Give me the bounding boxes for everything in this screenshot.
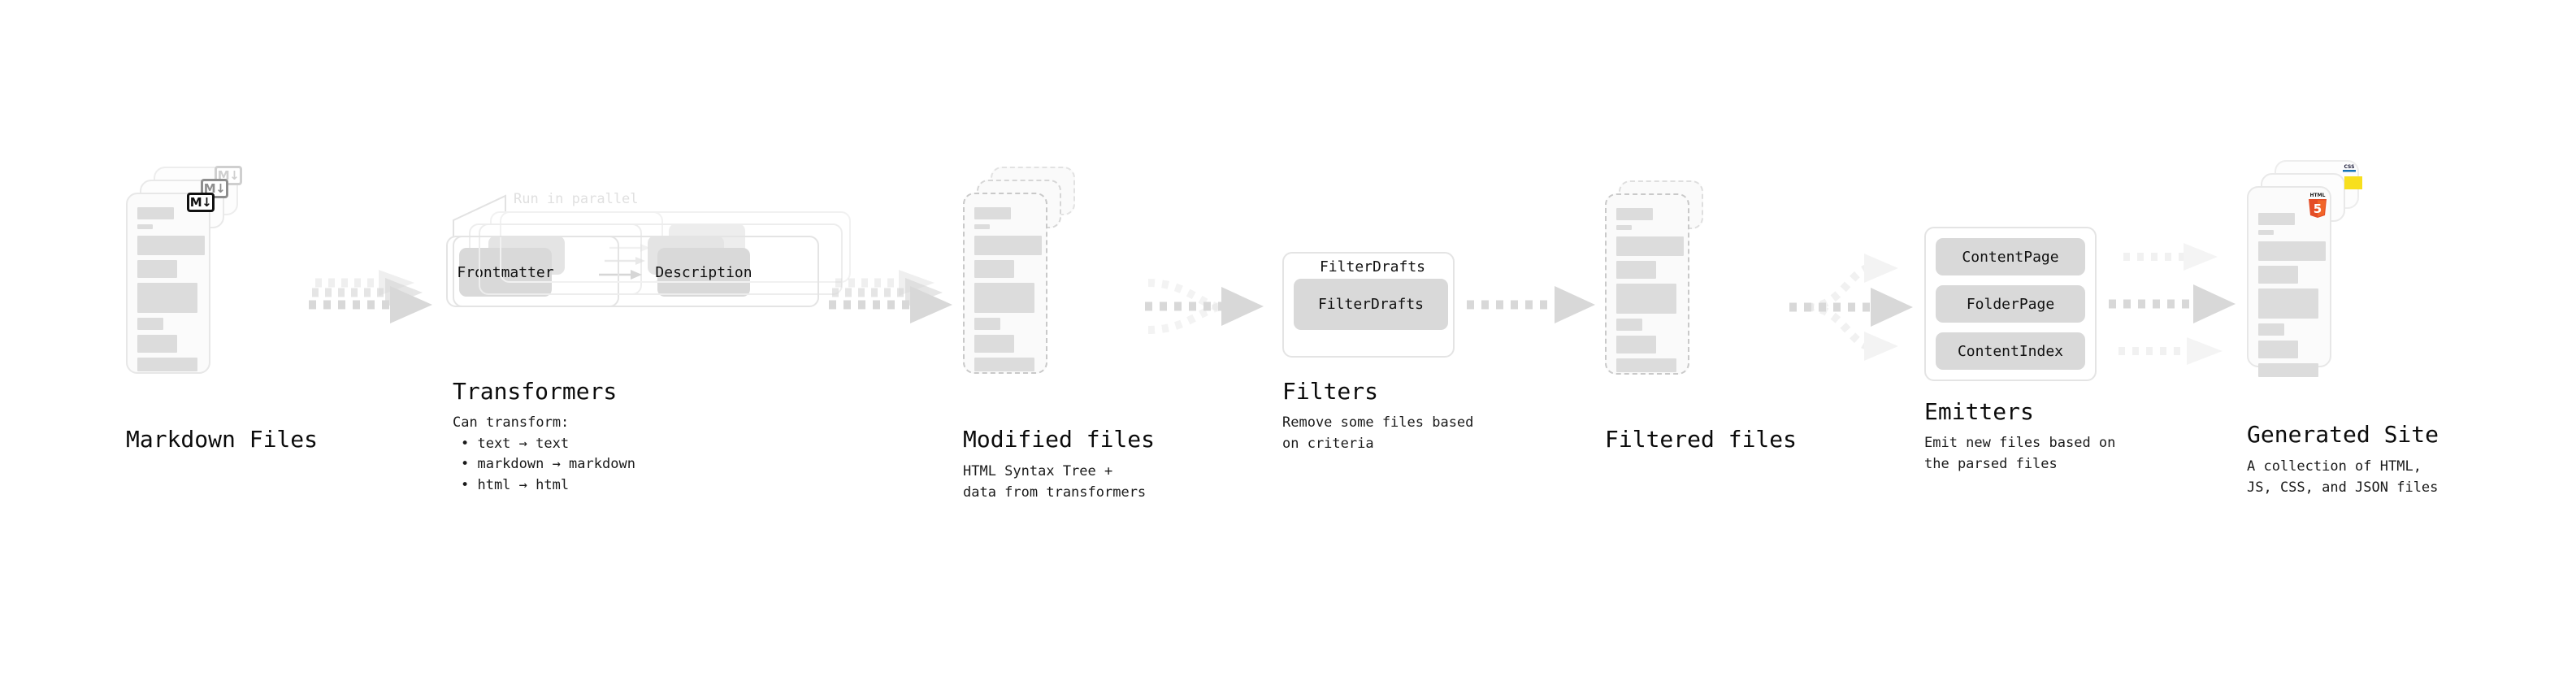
html5-badge: HTML 5 <box>2309 193 2327 218</box>
doc-bar <box>137 318 163 330</box>
caption-line: data from transformers <box>963 484 1147 501</box>
js-badge <box>2344 176 2362 189</box>
caption-line: Can transform: <box>453 414 570 431</box>
emitter-chip-contentpage[interactable]: ContentPage <box>1936 238 2085 275</box>
doc-bar <box>2258 230 2274 235</box>
caption-line: on criteria <box>1282 435 1374 452</box>
svg-text:HTML: HTML <box>2310 193 2326 198</box>
doc-bar <box>2258 241 2326 261</box>
doc-bar <box>974 318 1000 330</box>
doc-bar <box>974 260 1014 278</box>
arrow-transformers-to-modified <box>829 270 952 323</box>
doc-bar <box>1616 208 1653 220</box>
emitter-chip-contentindex[interactable]: ContentIndex <box>1936 332 2085 370</box>
caption-line: the parsed files <box>1924 455 2058 472</box>
caption-line: • markdown → markdown <box>461 456 635 472</box>
transformer-chip-frontmatter[interactable]: Frontmatter <box>457 248 554 297</box>
doc-bar <box>974 224 990 229</box>
doc-bar <box>137 283 197 313</box>
stage-title-filters: Filters <box>1282 378 1379 405</box>
doc-bar <box>2258 363 2318 377</box>
transformer-frame-front <box>453 236 819 307</box>
markdown-badge: M↓ <box>187 193 215 212</box>
transformer-inner-arrows <box>599 244 650 280</box>
caption-line: Remove some files based <box>1282 414 1474 431</box>
doc-bar <box>137 335 177 353</box>
stage-caption-transformers: Can transform: • text → text • markdown → … <box>453 413 635 496</box>
arrow-filtered-to-emitters <box>1789 254 1913 361</box>
transformer-frame-back2 <box>500 211 851 283</box>
stage-title-filtered-files: Filtered files <box>1605 426 1798 453</box>
modified-file-card <box>963 193 1047 374</box>
stage-title-emitters: Emitters <box>1924 398 2034 425</box>
markdown-file-card <box>126 193 210 374</box>
caption-line: HTML Syntax Tree + <box>963 463 1113 479</box>
caption-line: • html → html <box>461 476 570 493</box>
transformer-frame-back1 <box>479 223 843 295</box>
stage-title-transformers: Transformers <box>453 378 618 405</box>
doc-bar <box>1616 261 1656 279</box>
svg-text:5: 5 <box>2314 202 2322 216</box>
stage-caption-modified-files: HTML Syntax Tree + data from transformers <box>963 462 1146 503</box>
doc-bar <box>2258 340 2298 358</box>
doc-bar <box>137 260 177 278</box>
doc-bar <box>1616 284 1676 314</box>
arrow-filters-to-filtered <box>1467 286 1595 323</box>
doc-bar <box>137 224 153 229</box>
doc-bar <box>2258 213 2295 225</box>
caption-line: A collection of HTML, <box>2247 458 2422 475</box>
doc-bar <box>1616 358 1676 372</box>
filtered-file-card <box>1605 193 1689 375</box>
doc-bar <box>2258 323 2284 336</box>
stage-title-markdown-files: Markdown Files <box>126 426 319 453</box>
doc-bar <box>974 358 1034 371</box>
transformer-chip-description[interactable]: Description <box>655 248 752 297</box>
css3-badge: CSS <box>2343 164 2356 172</box>
run-in-parallel-bracket <box>453 194 506 236</box>
filter-chip-filterdrafts-visible[interactable]: FilterDrafts <box>1294 279 1448 330</box>
doc-bar <box>2258 266 2298 284</box>
doc-bar <box>1616 225 1632 230</box>
arrow-emitters-to-site <box>2109 243 2236 365</box>
emitter-chip-folderpage[interactable]: FolderPage <box>1936 285 2085 323</box>
doc-bar <box>1616 236 1684 256</box>
doc-bar <box>137 236 205 255</box>
doc-bar <box>137 358 197 371</box>
doc-bar <box>1616 336 1656 354</box>
stage-caption-generated-site: A collection of HTML, JS, CSS, and JSON f… <box>2247 457 2438 498</box>
stage-caption-filters: Remove some files based on criteria <box>1282 413 1473 454</box>
doc-bar <box>1616 319 1642 331</box>
doc-bar <box>2258 288 2318 319</box>
arrow-modified-to-filters <box>1145 279 1264 334</box>
stage-title-generated-site: Generated Site <box>2247 421 2439 448</box>
doc-bar <box>974 207 1011 219</box>
svg-text:CSS: CSS <box>2344 164 2355 170</box>
run-in-parallel-label: Run in parallel <box>514 191 639 207</box>
arrow-markdown-to-transformers <box>309 270 432 323</box>
doc-bar <box>974 236 1042 255</box>
stage-caption-emitters: Emit new files based on the parsed files <box>1924 433 2115 475</box>
stage-title-modified-files: Modified files <box>963 426 1156 453</box>
caption-line: JS, CSS, and JSON files <box>2247 479 2439 496</box>
doc-bar <box>974 335 1014 353</box>
doc-bar <box>137 207 174 219</box>
doc-bar <box>974 283 1034 313</box>
caption-line: • text → text <box>461 435 570 452</box>
caption-line: Emit new files based on <box>1924 435 2116 451</box>
